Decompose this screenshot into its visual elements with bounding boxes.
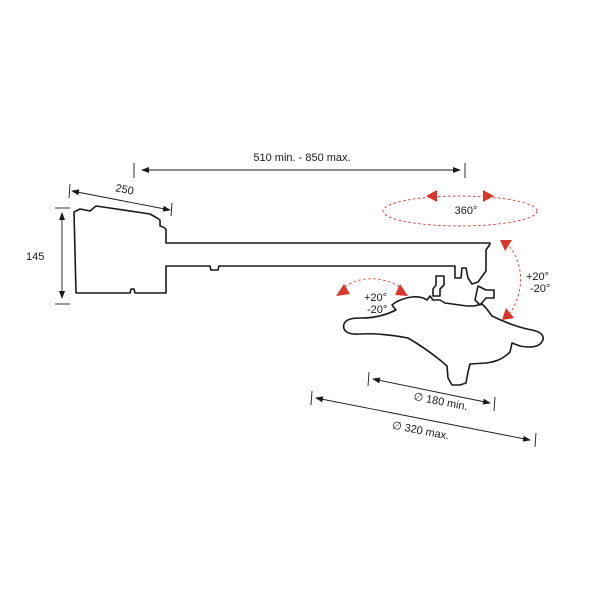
side-arrow-right (395, 284, 408, 296)
wall-bracket (73, 205, 491, 294)
rotation-vertical-tilt: +20° -20° (500, 240, 550, 320)
tilt-side-up-label: +20° (364, 292, 387, 304)
arm-length-label: 510 min. - 850 max. (253, 152, 350, 164)
spider-plate (342, 295, 544, 386)
tilt-side-down-label: -20° (367, 304, 387, 316)
diameter-max-label: ∅ 320 max. (391, 420, 450, 443)
rotation-360: 360° (382, 190, 538, 227)
rotation-360-label: 360° (455, 205, 478, 217)
tilt-vertical-down-label: -20° (530, 283, 550, 295)
mount-outline (73, 205, 544, 386)
tilt-vertical-up-label: +20° (526, 271, 549, 283)
bracket-height-label: 145 (26, 251, 44, 263)
side-arrow-left (336, 284, 350, 296)
diameter-min-label: ∅ 180 min. (413, 391, 469, 413)
right-knob (474, 285, 495, 306)
tilt-arrow-down (502, 308, 514, 320)
rotation-arrow-right (483, 190, 494, 202)
dimension-arm-length: 510 min. - 850 max. (133, 152, 466, 178)
tilt-arrow-up (500, 240, 512, 251)
bracket-depth-label: 250 (114, 182, 134, 197)
left-knob (432, 275, 445, 297)
rotation-arrow-left (426, 190, 437, 202)
dimension-bracket-height: 145 (26, 207, 70, 305)
dimension-diameter-min: ∅ 180 min. (367, 371, 496, 413)
dimension-bracket-depth: 250 (68, 182, 173, 217)
rotation-side-tilt: +20° -20° (336, 278, 408, 316)
